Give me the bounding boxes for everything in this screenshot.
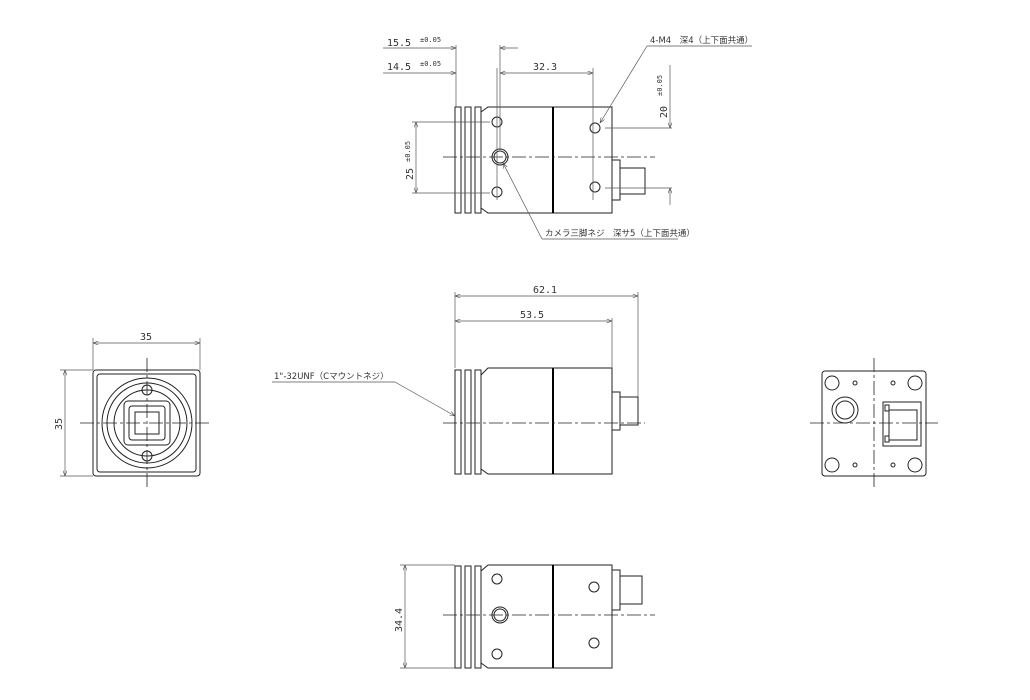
dim-15-5: 15.5 — [387, 38, 411, 49]
tolerance: ±0.05 — [404, 141, 412, 162]
dim-25: 25 — [405, 168, 416, 180]
dim-20: 20 — [659, 106, 670, 118]
dim-14-5: 14.5 — [387, 62, 411, 73]
m4-hole — [589, 181, 601, 193]
c-mount-label: 1"-32UNF（Cマウントネジ） — [274, 371, 389, 382]
tolerance: ±0.05 — [656, 75, 664, 96]
m4-hole-label: 4-M4 深4（上下面共通） — [650, 35, 753, 46]
tripod-hole-label: カメラ三脚ネジ 深サ5（上下面共通） — [545, 228, 695, 239]
dim-62-1: 62.1 — [533, 285, 557, 296]
front-view: 35 35 — [54, 332, 212, 488]
ethernet-port-icon — [882, 401, 922, 447]
bottom-height-dim: 34.4 — [394, 608, 405, 632]
tolerance: ±0.05 — [420, 60, 441, 68]
front-height-dim: 35 — [54, 418, 65, 430]
side-view: 62.1 53.5 1"-32UNF（Cマウントネジ） — [272, 285, 645, 475]
dim-32-3: 32.3 — [533, 62, 557, 73]
tolerance: ±0.05 — [420, 36, 441, 44]
m4-hole — [589, 122, 601, 134]
dim-53-5: 53.5 — [520, 310, 544, 321]
bottom-view: 34.4 — [394, 564, 655, 669]
rear-view — [810, 358, 938, 488]
top-view: 15.5 ±0.05 14.5 ±0.05 32.3 20 ±0.05 25 ±… — [383, 35, 753, 240]
front-width-dim: 35 — [140, 332, 152, 343]
